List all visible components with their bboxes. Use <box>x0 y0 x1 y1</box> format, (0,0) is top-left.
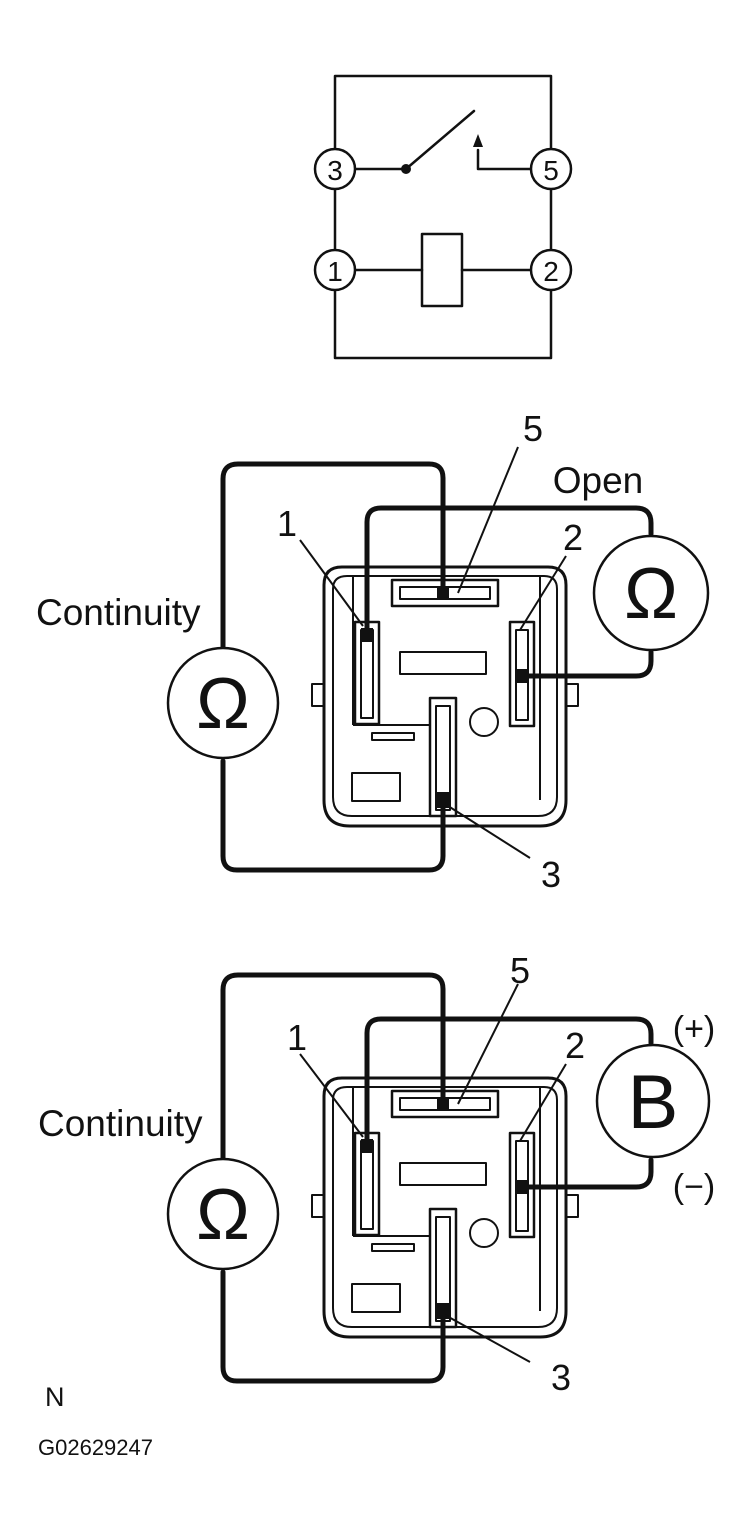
schematic-terminal-3: 3 <box>313 147 357 191</box>
battery-2: B <box>595 1043 711 1159</box>
label-terminal-3-1: 3 <box>541 854 561 895</box>
figure-code: G02629247 <box>38 1435 153 1460</box>
leader-1-2 <box>299 1053 364 1138</box>
ohm-symbol-icon: Ω <box>196 1175 250 1255</box>
schematic-terminal-2-label: 2 <box>543 256 559 287</box>
label-terminal-2-1: 2 <box>563 517 583 558</box>
ohmmeter-right-1: Ω <box>592 534 710 652</box>
probe-contact-2-1 <box>516 669 528 683</box>
probe-contact-5-1 <box>437 587 449 599</box>
schematic-terminal-1-label: 1 <box>327 256 343 287</box>
leader-5-2 <box>457 983 519 1105</box>
relay-body-2 <box>311 1076 579 1339</box>
schematic-terminal-2: 2 <box>529 248 573 292</box>
test-open-view: 5 1 2 3 Ω Continuity Ω Open <box>36 408 710 895</box>
label-terminal-2-2: 2 <box>565 1025 585 1066</box>
leader-2-2 <box>519 1063 567 1142</box>
label-open: Open <box>553 460 644 501</box>
probe-contact-1-2 <box>361 1139 373 1153</box>
wire-left-meter-return-1 <box>220 758 446 873</box>
label-continuity-2: Continuity <box>38 1103 203 1144</box>
battery-symbol-icon: B <box>628 1060 679 1145</box>
wire-battery-negative <box>519 1157 654 1190</box>
wire-left-meter-2 <box>220 972 446 1162</box>
relay-schematic: 3 5 1 2 <box>313 74 573 360</box>
schematic-terminal-1: 1 <box>313 248 357 292</box>
wire-right-meter-return-1 <box>519 649 654 679</box>
coil <box>420 232 464 308</box>
wire-right-meter-1 <box>364 505 654 639</box>
probe-contact-1-1 <box>361 628 373 642</box>
ohmmeter-left-2: Ω <box>166 1157 280 1271</box>
wire-left-meter-return-2 <box>220 1269 446 1384</box>
label-terminal-1-1: 1 <box>277 503 297 544</box>
wire-left-meter-1 <box>220 461 446 651</box>
relay-body-1 <box>311 565 579 828</box>
leader-5-1 <box>457 446 519 594</box>
switch-contact <box>476 148 535 171</box>
switch-contact-arrow <box>473 134 483 147</box>
schematic-terminal-5-label: 5 <box>543 155 559 186</box>
schematic-terminal-5: 5 <box>529 147 573 191</box>
schematic-frame <box>333 74 553 360</box>
probe-contact-5-2 <box>437 1098 449 1110</box>
ohm-symbol-icon: Ω <box>624 554 678 634</box>
orientation-marker: N <box>45 1382 65 1412</box>
leader-3-2 <box>444 1314 531 1363</box>
schematic-terminal-3-label: 3 <box>327 155 343 186</box>
ohm-symbol-icon: Ω <box>196 664 250 744</box>
wire-battery-positive <box>364 1016 654 1150</box>
label-continuity-1: Continuity <box>36 592 201 633</box>
test-energized-view: 5 1 2 3 Ω Continuity B (+) (−) <box>38 950 715 1398</box>
leader-3-1 <box>444 803 531 859</box>
label-battery-positive: (+) <box>673 1010 716 1048</box>
label-battery-negative: (−) <box>673 1168 716 1206</box>
label-terminal-5-1: 5 <box>523 408 543 449</box>
ohmmeter-left-1: Ω <box>166 646 280 760</box>
label-terminal-3-2: 3 <box>551 1357 571 1398</box>
label-terminal-5-2: 5 <box>510 950 530 991</box>
leader-2-1 <box>519 555 567 631</box>
probe-contact-2-2 <box>516 1180 528 1194</box>
label-terminal-1-2: 1 <box>287 1017 307 1058</box>
leader-1-1 <box>299 539 364 627</box>
switch-blade <box>404 109 476 171</box>
